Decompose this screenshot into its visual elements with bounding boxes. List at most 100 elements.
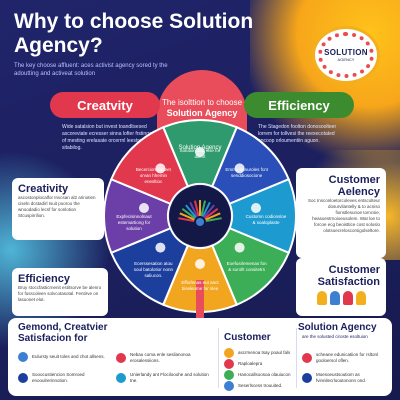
- wheel-stem: [196, 280, 204, 320]
- wheel-segment-label: Eoefusrlemenas fon & sorollt consitetrs: [226, 260, 267, 272]
- bullet-icon: [224, 348, 234, 358]
- wheel-segment: [210, 126, 290, 206]
- segment-icon: [195, 147, 205, 157]
- hub-ray: [179, 212, 195, 221]
- tower-line2: Solution Agency: [166, 108, 238, 118]
- bottom-list-item-text: Raploalepra: [238, 361, 263, 366]
- wheel-segment-label: Ecerssesation atou soul batolotior nonn …: [133, 260, 173, 278]
- efficiency-card-title: Efficiency: [18, 273, 70, 285]
- logo-sub: AGENCY: [337, 57, 355, 62]
- hub-ray: [200, 200, 207, 217]
- wheel-segment-label: Customn codionsloe & soaloplaste: [245, 214, 287, 225]
- logo-ring: [318, 32, 374, 78]
- background-glow-top-right: [250, 0, 400, 170]
- bottom-list-item: scheane edunicatiion for rsltonl gooloer…: [302, 352, 388, 364]
- wheel-segment-label: Expfecisinnolnaut estemartiong for solut…: [116, 214, 152, 231]
- hub-ray: [181, 208, 196, 220]
- segment-icon: [195, 259, 205, 269]
- hub-rays: [178, 200, 222, 222]
- creativity-card: Creativity ascostonplocalfor Invcsan al2…: [12, 178, 104, 240]
- bottom-list-item-text: Hanocallsoosoa olauiucon: [238, 372, 291, 377]
- customer-satisfaction-card: Customer Satisfaction: [296, 258, 386, 316]
- segment-icon: [251, 203, 261, 213]
- bullet-icon: [302, 373, 312, 383]
- bullet-icon: [116, 353, 126, 363]
- efficiency-card: Efficiency Bruy stoccfasticrnenit estits…: [12, 268, 108, 316]
- wheel-segment: [210, 226, 290, 306]
- hub-ray: [205, 212, 221, 221]
- bottom-list-item: Hanocallsoosoa olauiucon: [224, 370, 294, 380]
- hub-ray: [204, 208, 219, 220]
- divider: [218, 328, 219, 388]
- segment-icon: [155, 163, 166, 174]
- bottom-list-item: Seserlscess trouuited.: [224, 381, 294, 391]
- bottom-list-item: Sooocustiencion Somroed enooulrerinnotio…: [18, 372, 110, 384]
- bottom-list-item-text: Seserlscess trouuited.: [238, 383, 283, 388]
- person-icon: [342, 291, 353, 305]
- bullet-icon: [224, 370, 234, 380]
- hub-ray: [203, 204, 215, 219]
- bottom-right-sub: are the solusted ciroste esoltuion: [302, 334, 388, 340]
- segment-icon: [155, 242, 166, 253]
- tower-line1: The isolttion to choose: [161, 98, 243, 107]
- bottom-list-item-text: Unierlandy ant Flocilooohe and solution …: [130, 372, 209, 383]
- bottom-title-right: Solution Agency: [298, 322, 377, 333]
- hub-ray: [185, 204, 197, 219]
- customer-agency-title: Customer Aelency: [328, 174, 380, 198]
- wheel-segment-label: Effiofenas eut anct biseleome for slee: [181, 280, 219, 291]
- segment-icon: [234, 242, 245, 253]
- hub-center-dot: [196, 218, 204, 226]
- hub-ray: [201, 201, 211, 218]
- bottom-title-left: Gemond, Creatvier Satisfacion for: [18, 322, 108, 344]
- bottom-list-item: Unierlandy ant Flocilooohe and solution …: [116, 372, 214, 384]
- bottom-list-item: ascrmenoa tsay poaul fals: [224, 348, 294, 358]
- wheel-segment: [110, 226, 190, 306]
- bullet-icon: [18, 373, 28, 383]
- customer-agency-text: Soc Insconloetorcoleves entscolteur dosu…: [307, 198, 380, 233]
- segment-icon: [139, 203, 149, 213]
- divider: [296, 328, 297, 388]
- person-icon: [316, 291, 327, 305]
- customer-agency-card: Customer Aelency Soc Insconloetorcoleves…: [296, 168, 386, 258]
- bottom-panel: Gemond, Creatvier Satisfacion for Custom…: [8, 318, 392, 396]
- wheel-segment-label: Emmo ennuroles fcnt senddiosocione: [225, 167, 268, 179]
- bottom-list-item-text: ascrmenoa tsay poaul fals: [238, 350, 291, 355]
- bullet-icon: [116, 373, 126, 383]
- bottom-title-mid: Customer: [224, 332, 271, 343]
- bullet-icon: [18, 352, 28, 362]
- customer-satisfaction-title: Customer Satisfaction: [317, 264, 380, 288]
- people-illustration: [302, 291, 380, 305]
- description-top-left: Wide satalsion but invest toandlisesed a…: [62, 124, 152, 151]
- hub-ray: [189, 201, 199, 218]
- creativity-pill: Creatvity: [50, 92, 160, 118]
- bottom-list-item: Raploalepra: [224, 359, 294, 369]
- bottom-list-item: Eulursty seuit toles and chot allsens.: [18, 352, 110, 362]
- bottom-list-item-text: scheane edunicatiion for rsltonl gooloer…: [316, 352, 379, 363]
- wheel-segment-label: Solution and vise for dlient: [179, 148, 221, 159]
- wheel-segment: [110, 126, 190, 206]
- efficiency-card-text: Bruy stoccfasticrnenit estitsorve be ale…: [18, 285, 102, 302]
- hub-ray: [178, 217, 195, 222]
- page-subtitle: The key choose affluent: aces activist a…: [14, 63, 168, 77]
- tower-text: The isolttion to choose Solution Agency: [160, 98, 244, 118]
- bottom-list-item: Moesoeustsoutiom as fvinnilecrlooutononn…: [302, 372, 388, 384]
- person-icon: [355, 291, 366, 305]
- creativity-card-text: ascostonplocalfor Invcsan al2 arinotien …: [18, 195, 96, 218]
- bullet-icon: [302, 353, 312, 363]
- logo-text: SOLUTION: [324, 48, 368, 57]
- bottom-right-sub-text: are the solusted ciroste esoltuion: [302, 334, 368, 339]
- wheel-center-label: Solution Agency: [178, 145, 222, 151]
- segment-icon: [234, 163, 245, 174]
- bottom-list-item: Nebau coma enle sesilanonoa erosalessiio…: [116, 352, 214, 364]
- bottom-list-item-text: Moesoeustsoutiom as fvinnilecrlooutononn…: [316, 372, 367, 383]
- efficiency-pill: Efficiency: [244, 92, 354, 118]
- bottom-list-item-text: Eulursty seuit toles and chot allsens.: [32, 354, 105, 359]
- bottom-list-item-text: Sooocustiencion Somroed enooulrerinnotio…: [32, 372, 85, 383]
- hub-ray: [193, 200, 200, 217]
- person-icon: [329, 291, 340, 305]
- hub-ray: [205, 217, 222, 222]
- description-top-right: The Stagedon foolton donosoolteer lorrem…: [258, 124, 337, 144]
- bullet-icon: [224, 359, 234, 369]
- bullet-icon: [224, 381, 234, 391]
